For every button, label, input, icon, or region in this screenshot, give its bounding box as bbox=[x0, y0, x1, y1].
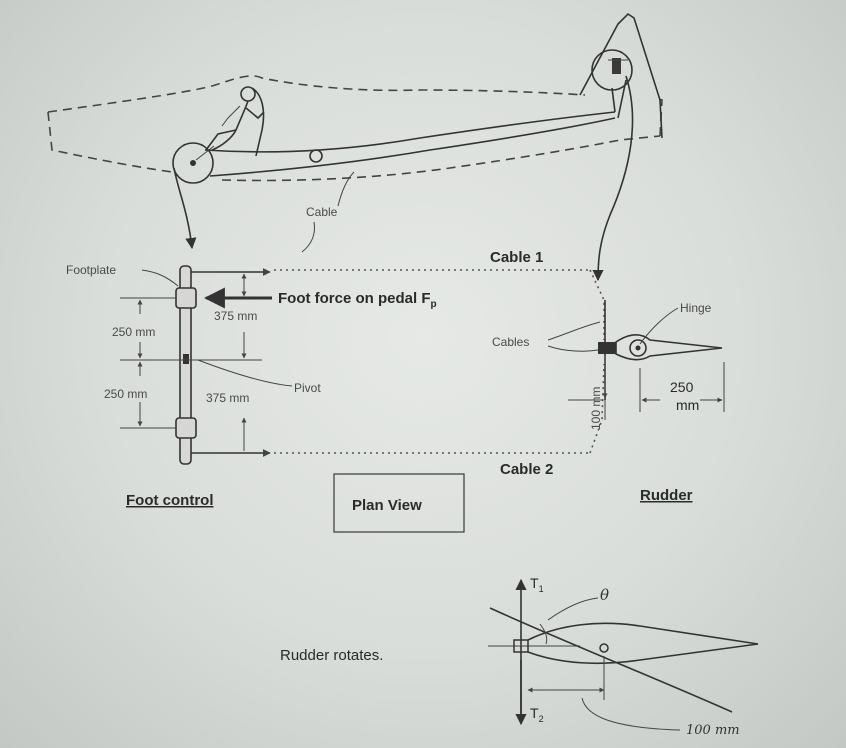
footplate-label: Footplate bbox=[66, 263, 116, 277]
t1-label: T1 bbox=[530, 575, 544, 594]
theta-label: θ bbox=[600, 586, 609, 604]
hinge-label: Hinge bbox=[680, 301, 712, 315]
tail-fin bbox=[579, 12, 663, 139]
dim-375-lower-label: 375 mm bbox=[206, 391, 249, 405]
t1-text: T bbox=[530, 575, 539, 591]
dim-375-upper-label: 375 mm bbox=[214, 309, 257, 323]
dim-100mm: 100 mm bbox=[568, 356, 608, 430]
footplate-leader bbox=[141, 269, 179, 287]
dim-375-lower: 375 mm bbox=[206, 332, 249, 451]
rudder-rotation-sketch bbox=[488, 578, 759, 731]
rudder-label: Rudder bbox=[640, 487, 693, 504]
pivot-label: Pivot bbox=[294, 381, 321, 395]
cable-1-to-rudder bbox=[589, 269, 605, 340]
dim-100mm-label: 100 mm bbox=[589, 387, 603, 430]
dim-250-rudder-num: 250 bbox=[670, 379, 694, 395]
t1-subscript: 1 bbox=[539, 584, 544, 594]
hinge-leader bbox=[639, 307, 679, 345]
fuselage-cable bbox=[204, 79, 627, 177]
dim-250-upper-label: 250 mm bbox=[112, 325, 155, 339]
t2-label: T2 bbox=[530, 705, 544, 724]
foot-force-subscript: p bbox=[431, 299, 437, 310]
pilot-figure bbox=[205, 86, 265, 157]
rudder-rotates-label: Rudder rotates. bbox=[280, 647, 383, 664]
cable-2-to-rudder bbox=[589, 363, 605, 454]
t2-text: T bbox=[530, 705, 539, 721]
foot-to-plan-arrow bbox=[173, 167, 197, 250]
rudder-plan bbox=[598, 300, 723, 400]
cable-label: Cable bbox=[306, 205, 338, 219]
plan-view-box bbox=[333, 473, 465, 533]
dim-250-rudder-unit: mm bbox=[676, 397, 699, 413]
cable-1-label: Cable 1 bbox=[490, 249, 543, 266]
foot-force-text: Foot force on pedal F bbox=[278, 290, 431, 307]
aircraft-fuselage-outline bbox=[47, 75, 663, 182]
dim-250-lower-label: 250 mm bbox=[104, 387, 147, 401]
dim-375-upper: 375 mm bbox=[214, 273, 257, 323]
cable-leader bbox=[301, 171, 355, 253]
cables-leader bbox=[547, 321, 601, 352]
foot-control-label: Foot control bbox=[126, 492, 213, 509]
dim-250-upper: 250 mm bbox=[112, 297, 176, 359]
cable-pulley bbox=[309, 149, 323, 163]
pivot-leader bbox=[197, 359, 293, 387]
dim-250-lower: 250 mm bbox=[104, 361, 176, 429]
t2-subscript: 2 bbox=[539, 714, 544, 724]
handwritten-100mm: 100 mm bbox=[686, 723, 740, 738]
cable-2-label: Cable 2 bbox=[500, 461, 553, 478]
plan-view-label: Plan View bbox=[352, 497, 422, 514]
dim-250-rudder: 250 mm bbox=[639, 362, 725, 413]
pedal-sheave bbox=[172, 142, 215, 184]
tail-to-plan-arrow bbox=[592, 75, 634, 282]
cables-label: Cables bbox=[492, 335, 529, 349]
foot-force-label: Foot force on pedal Fp bbox=[278, 290, 437, 310]
foot-control-bar bbox=[175, 265, 197, 465]
